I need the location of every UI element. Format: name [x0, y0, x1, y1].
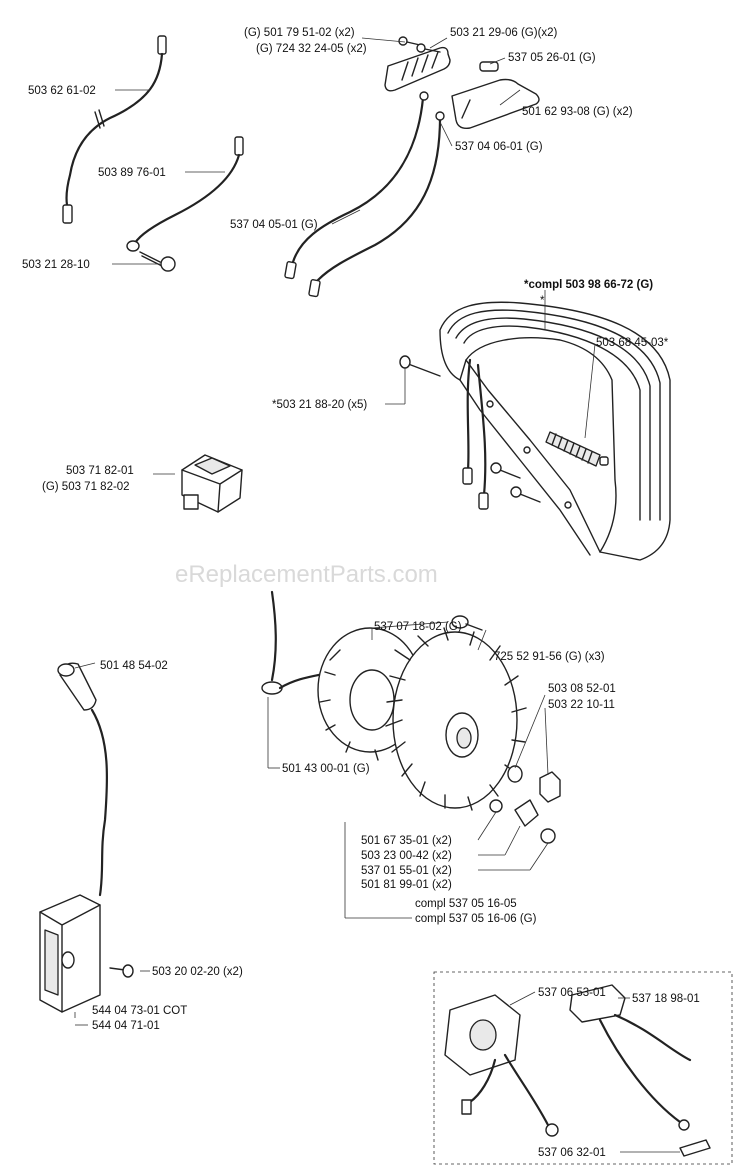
screw-503-21-28-10: [139, 251, 176, 272]
label-l13a: 503 71 82-01: [66, 465, 134, 477]
label-l4b: (G) 724 32 24-05 (x2): [256, 43, 367, 55]
label-l17a: 503 08 52-01: [548, 683, 616, 695]
label-l24: 537 18 98-01: [632, 993, 700, 1005]
label-l6: 537 05 26-01 (G): [508, 52, 596, 64]
label-l10: *compl 503 98 66-72 (G): [524, 279, 653, 291]
label-l14: 537 07 18-02 (G): [374, 621, 462, 633]
label-l19a: 501 67 35-01 (x2): [361, 835, 452, 847]
part-labels: 503 62 61-02 503 89 76-01 503 21 28-10 (…: [22, 27, 700, 1159]
label-l5: 503 21 29-06 (G)(x2): [450, 27, 558, 39]
label-l7: 501 62 93-08 (G) (x2): [522, 106, 633, 118]
label-l20a: compl 537 05 16-05: [415, 898, 517, 910]
label-l22a: 544 04 73-01 COT: [92, 1005, 187, 1017]
wire-503-89-76-01: [126, 136, 244, 252]
label-l17b: 503 22 10-11: [548, 699, 615, 711]
label-l15: 725 52 91-56 (G) (x3): [494, 651, 605, 663]
label-l16: 501 48 54-02: [100, 660, 168, 672]
label-l2: 503 89 76-01: [98, 167, 166, 179]
bracket-assembly: [284, 36, 540, 298]
label-l3: 503 21 28-10: [22, 259, 90, 271]
label-l8: 537 04 06-01 (G): [455, 141, 543, 153]
label-l10-star: *: [540, 295, 545, 307]
label-l11: 503 68 45-03*: [596, 337, 669, 349]
ignition-module: [39, 662, 134, 1013]
label-l23: 537 06 53-01: [538, 987, 606, 999]
label-l4a: (G) 501 79 51-02 (x2): [244, 27, 355, 39]
label-l19b: 503 23 00-42 (x2): [361, 850, 452, 862]
handle-503-98-66-72: [399, 301, 671, 561]
label-l12: *503 21 88-20 (x5): [272, 399, 367, 411]
label-l25: 537 06 32-01: [538, 1147, 606, 1159]
watermark: eReplacementParts.com: [175, 561, 438, 588]
wire-503-62-61-02: [62, 35, 167, 224]
label-l13b: (G) 503 71 82-02: [42, 481, 130, 493]
label-l20b: compl 537 05 16-06 (G): [415, 913, 537, 925]
leader-lines: [74, 37, 680, 1153]
dashed-box: [433, 971, 733, 1165]
switch-503-71-82-01: [181, 454, 243, 513]
label-l21: 503 20 02-20 (x2): [152, 966, 243, 978]
label-l9: 537 04 05-01 (G): [230, 219, 318, 231]
boxed-parts: [444, 984, 711, 1157]
label-l18: 501 43 00-01 (G): [282, 763, 370, 775]
label-l1: 503 62 61-02: [28, 85, 96, 97]
label-l19d: 501 81 99-01 (x2): [361, 879, 452, 891]
label-l19c: 537 01 55-01 (x2): [361, 865, 452, 877]
flywheel-assembly: [261, 590, 561, 844]
label-l22b: 544 04 71-01: [92, 1020, 160, 1032]
